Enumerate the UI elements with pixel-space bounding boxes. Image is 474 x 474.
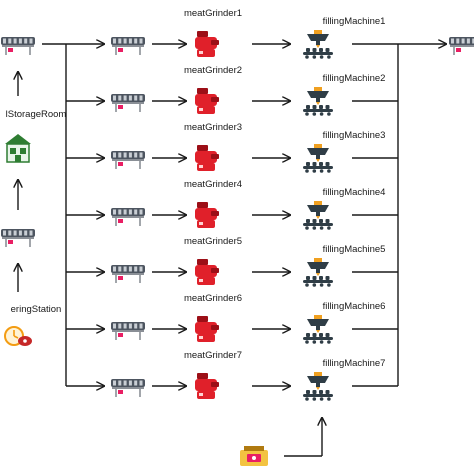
filling-machine-4-label: fillingMachine4 bbox=[323, 187, 386, 198]
meat-grinder-4-icon bbox=[195, 202, 219, 228]
queue-conveyor-7 bbox=[111, 379, 145, 397]
meat-grinder-5-label: meatGrinder5 bbox=[184, 236, 242, 247]
meat-grinder-6-label: meatGrinder6 bbox=[184, 293, 242, 304]
storage-room-label: lStorageRoom bbox=[6, 109, 67, 120]
source-conveyor-middle bbox=[1, 229, 35, 247]
meat-grinder-4-label: meatGrinder4 bbox=[184, 179, 242, 190]
queue-conveyor-1 bbox=[111, 37, 145, 55]
receiving-station-label: eringStation bbox=[11, 304, 62, 315]
filling-machine-6-label: fillingMachine6 bbox=[323, 301, 386, 312]
queue-conveyor-6 bbox=[111, 322, 145, 340]
connector-layer bbox=[18, 44, 446, 457]
sink-conveyor bbox=[449, 37, 474, 55]
queue-conveyor-5 bbox=[111, 265, 145, 283]
meat-grinder-2-label: meatGrinder2 bbox=[184, 65, 242, 76]
meat-grinder-5-icon bbox=[195, 259, 219, 285]
meat-grinder-3-icon bbox=[195, 145, 219, 171]
meat-delivery-icon bbox=[4, 326, 32, 346]
filling-machine-5-label: fillingMachine5 bbox=[323, 244, 386, 255]
cold-storage-icon bbox=[5, 134, 31, 163]
label-layer: lStorageRoom eringStation meatGrinder1 fill… bbox=[6, 8, 386, 369]
meat-grinder-1-label: meatGrinder1 bbox=[184, 8, 242, 19]
meat-grinder-7-icon bbox=[195, 373, 219, 399]
meat-grinder-1-icon bbox=[195, 31, 219, 57]
filling-machine-1-label: fillingMachine1 bbox=[323, 16, 386, 27]
filling-machine-6-icon bbox=[303, 315, 333, 344]
filling-machine-7-label: fillingMachine7 bbox=[323, 358, 386, 369]
meat-grinder-2-icon bbox=[195, 88, 219, 114]
filling-machine-5-icon bbox=[303, 258, 333, 287]
source-conveyor-top bbox=[1, 37, 35, 55]
filling-machine-2-icon bbox=[303, 87, 333, 116]
meat-grinder-3-label: meatGrinder3 bbox=[184, 122, 242, 133]
filling-machine-4-icon bbox=[303, 201, 333, 230]
filling-machine-3-label: fillingMachine3 bbox=[323, 130, 386, 141]
filling-machine-2-label: fillingMachine2 bbox=[323, 73, 386, 84]
casing-supply-icon bbox=[240, 446, 268, 466]
queue-conveyor-4 bbox=[111, 208, 145, 226]
queue-conveyor-3 bbox=[111, 151, 145, 169]
node-layer bbox=[1, 30, 474, 466]
meat-grinder-7-label: meatGrinder7 bbox=[184, 350, 242, 361]
filling-machine-1-icon bbox=[303, 30, 333, 59]
queue-conveyor-2 bbox=[111, 94, 145, 112]
filling-machine-3-icon bbox=[303, 144, 333, 173]
filling-machine-7-icon bbox=[303, 372, 333, 401]
meat-grinder-6-icon bbox=[195, 316, 219, 342]
